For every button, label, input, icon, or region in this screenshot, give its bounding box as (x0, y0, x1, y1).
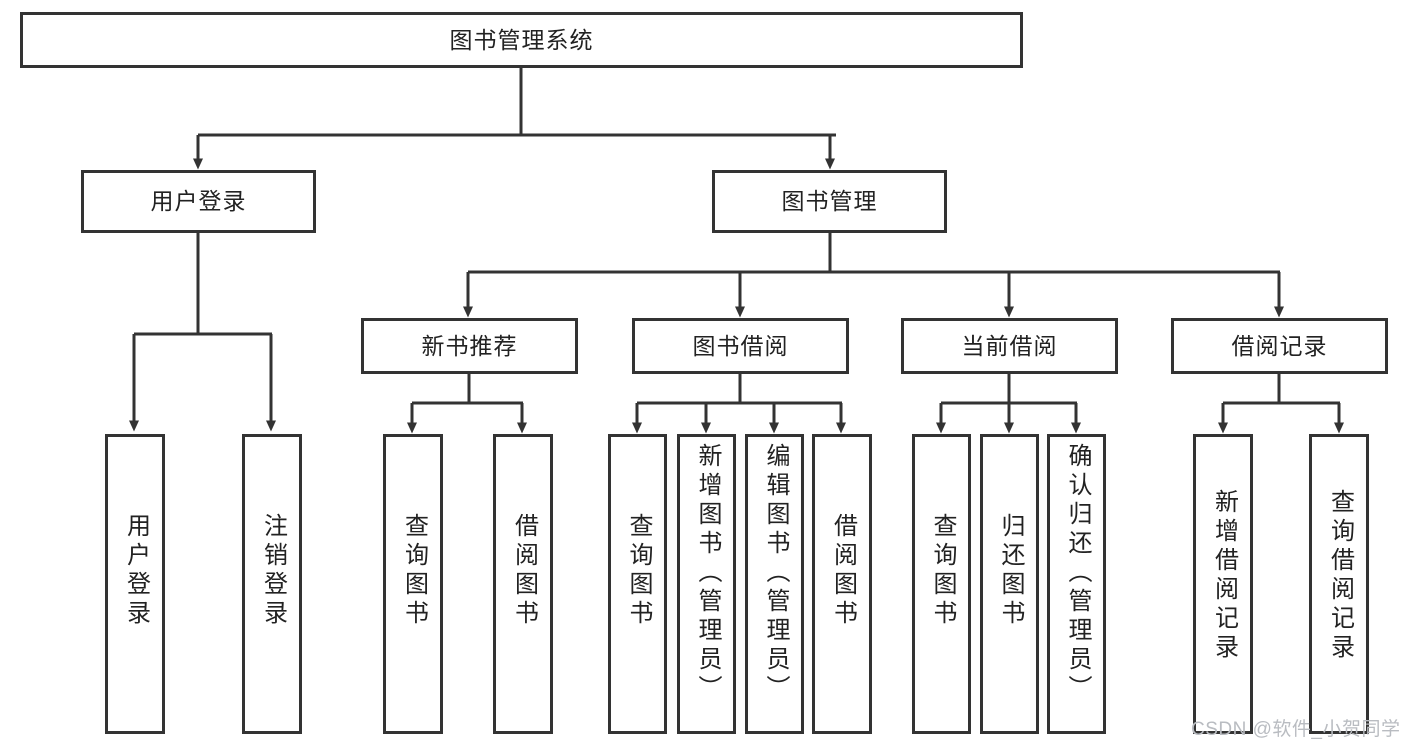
node-leaf-confirm-return[interactable]: 确认归还（管理员） (1047, 434, 1106, 734)
node-borrow-record[interactable]: 借阅记录 (1171, 318, 1388, 374)
watermark: CSDN @软件_小贺同学 (1191, 719, 1401, 740)
node-new-book-recommend-label: 新书推荐 (421, 332, 518, 359)
node-root-label: 图书管理系统 (449, 26, 594, 53)
node-leaf-return-book[interactable]: 归还图书 (980, 434, 1039, 734)
node-leaf-user-login-label: 用户登录 (122, 513, 150, 629)
node-user-login-label: 用户登录 (150, 188, 247, 215)
node-leaf-user-logout[interactable]: 注销登录 (242, 434, 302, 734)
node-new-book-recommend[interactable]: 新书推荐 (361, 318, 578, 374)
node-leaf-user-logout-label: 注销登录 (259, 513, 287, 629)
node-root[interactable]: 图书管理系统 (20, 12, 1023, 68)
node-leaf-query-book-2[interactable]: 查询图书 (608, 434, 667, 734)
node-current-borrow-label: 当前借阅 (961, 332, 1058, 359)
node-leaf-query-book-1-label: 查询图书 (400, 513, 428, 629)
node-borrow-record-label: 借阅记录 (1231, 332, 1328, 359)
node-current-borrow[interactable]: 当前借阅 (901, 318, 1118, 374)
node-leaf-add-record[interactable]: 新增借阅记录 (1193, 434, 1253, 734)
node-leaf-query-book-2-label: 查询图书 (624, 513, 652, 629)
node-book-borrow[interactable]: 图书借阅 (632, 318, 849, 374)
node-leaf-add-book-label: 新增图书（管理员） (693, 443, 721, 704)
node-leaf-query-record[interactable]: 查询借阅记录 (1309, 434, 1369, 734)
node-leaf-edit-book[interactable]: 编辑图书（管理员） (745, 434, 804, 734)
node-leaf-borrow-book-1-label: 借阅图书 (510, 513, 538, 629)
node-leaf-return-book-label: 归还图书 (996, 513, 1024, 629)
node-leaf-user-login[interactable]: 用户登录 (105, 434, 165, 734)
node-leaf-query-record-label: 查询借阅记录 (1326, 489, 1354, 663)
node-leaf-borrow-book-2-label: 借阅图书 (829, 513, 857, 629)
node-book-manage-label: 图书管理 (781, 188, 878, 215)
node-leaf-query-book-1[interactable]: 查询图书 (383, 434, 443, 734)
node-leaf-query-book-3-label: 查询图书 (928, 513, 956, 629)
node-user-login[interactable]: 用户登录 (81, 170, 316, 233)
node-leaf-query-book-3[interactable]: 查询图书 (912, 434, 971, 734)
node-book-borrow-label: 图书借阅 (692, 332, 789, 359)
node-leaf-add-record-label: 新增借阅记录 (1210, 489, 1238, 663)
node-leaf-confirm-return-label: 确认归还（管理员） (1063, 443, 1091, 704)
node-leaf-borrow-book-2[interactable]: 借阅图书 (812, 434, 872, 734)
node-leaf-edit-book-label: 编辑图书（管理员） (761, 443, 789, 704)
node-leaf-borrow-book-1[interactable]: 借阅图书 (493, 434, 553, 734)
node-leaf-add-book[interactable]: 新增图书（管理员） (677, 434, 736, 734)
node-book-manage[interactable]: 图书管理 (712, 170, 947, 233)
